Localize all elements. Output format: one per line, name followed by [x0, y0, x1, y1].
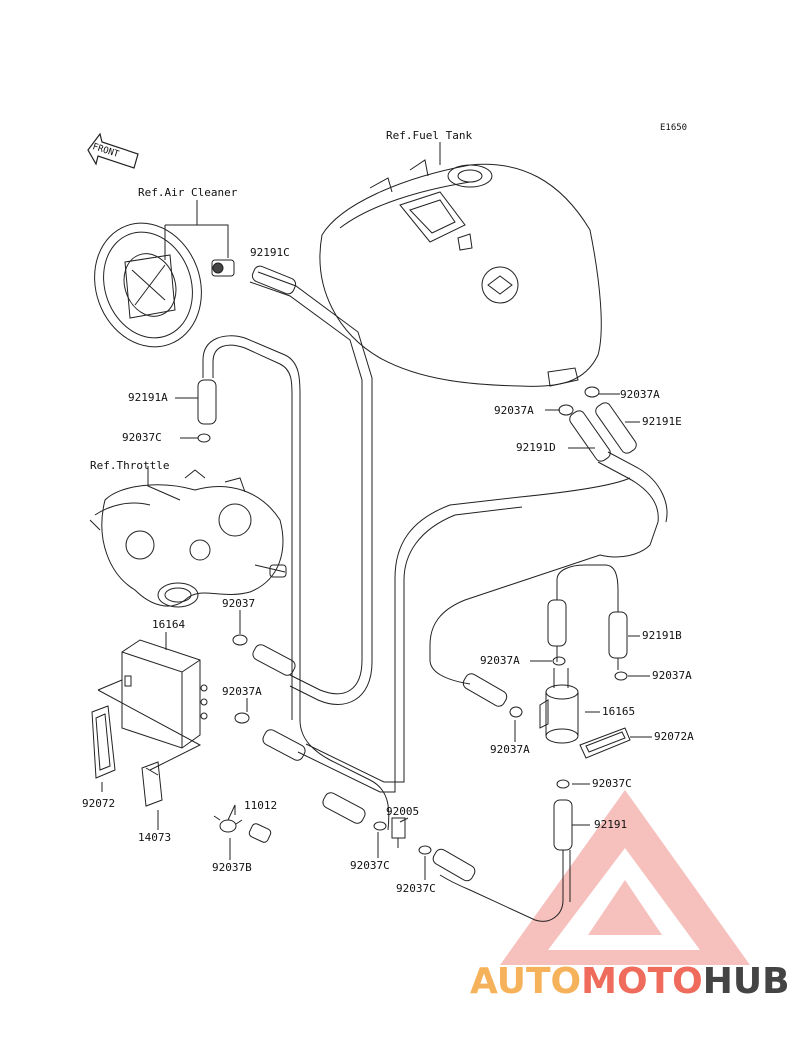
ref-air-cleaner-leader: [164, 200, 229, 260]
bracket-92072-drawing: [91, 705, 116, 779]
ref-throttle-label: Ref.Throttle: [90, 459, 170, 472]
part-label-92037A-r2: 92037A: [494, 404, 534, 417]
fuel-tank-drawing: [319, 159, 602, 387]
part-11012-drawing: [248, 823, 272, 843]
part-label-16165: 16165: [602, 705, 636, 718]
part-label-92191A: 92191A: [128, 391, 168, 404]
watermark-auto: AUTO: [470, 961, 582, 1002]
part-label-14073: 14073: [138, 831, 172, 844]
part-label-92037A-m1: 92037A: [480, 654, 520, 667]
clamp-drawings: [197, 386, 628, 855]
part-label-92037: 92037: [222, 597, 256, 610]
part-label-92037A-l: 92037A: [222, 685, 262, 698]
hose-lines: [197, 265, 668, 922]
part-label-92191: 92191: [594, 818, 628, 831]
part-label-92037B: 92037B: [212, 861, 252, 874]
air-cleaner-drawing: [94, 222, 235, 348]
part-label-92072: 92072: [82, 797, 116, 810]
part-label-92037A-r1: 92037A: [620, 388, 660, 401]
ref-fuel-tank-label: Ref.Fuel Tank: [386, 129, 473, 142]
part-label-92037C-b2: 92037C: [396, 882, 436, 895]
bracket-92072A-drawing: [579, 727, 631, 759]
part-label-11012: 11012: [244, 799, 278, 812]
watermark-hub: HUB: [702, 961, 790, 1002]
watermark-logo: [500, 790, 750, 965]
throttle-body-drawing: [89, 469, 287, 608]
part-label-92191E: 92191E: [642, 415, 682, 428]
part-label-92191C: 92191C: [250, 246, 290, 259]
part-label-92072A: 92072A: [654, 730, 694, 743]
part-label-92037C-r: 92037C: [592, 777, 632, 790]
diagram-code: E1650: [660, 123, 688, 133]
part-label-92037A-m2: 92037A: [652, 669, 692, 682]
fitting-92005-drawing: [391, 817, 406, 848]
front-arrow-icon: [87, 132, 139, 169]
part-label-92191D: 92191D: [516, 441, 556, 454]
part-label-92191B: 92191B: [642, 629, 682, 642]
part-label-92037C-b1: 92037C: [350, 859, 390, 872]
part-label-92037C-top: 92037C: [122, 431, 162, 444]
canister-16164-drawing: [97, 639, 208, 771]
part-label-16164: 16164: [152, 618, 186, 631]
ref-air-cleaner-label: Ref.Air Cleaner: [138, 186, 238, 199]
part-label-92037A-m3: 92037A: [490, 743, 530, 756]
watermark-brand: AUTOMOTOHUB: [470, 962, 790, 1002]
watermark-moto: MOTO: [581, 961, 703, 1002]
leader-lines: [101, 393, 652, 880]
part-label-92005: 92005: [386, 805, 420, 818]
part-14073-drawing: [141, 761, 163, 807]
fuel-pump-16165-drawing: [539, 668, 579, 744]
clamp-92037B-drawing: [213, 815, 243, 833]
